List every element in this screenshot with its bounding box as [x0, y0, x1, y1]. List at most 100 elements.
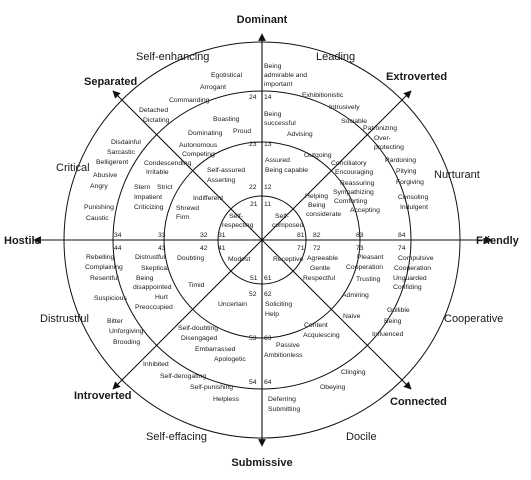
behavior-label: Preoccupied	[135, 304, 173, 311]
behavior-label: Forgiving	[396, 179, 424, 186]
behavior-label: successful	[264, 120, 296, 127]
behavior-label: Indifferent	[193, 195, 223, 202]
octant-code: 62	[264, 291, 272, 298]
sector-label: Distrustful	[40, 313, 89, 325]
behavior-label: Gullible	[387, 307, 410, 314]
behavior-label: Consoling	[398, 194, 428, 201]
behavior-label: Bitter	[107, 318, 124, 325]
behavior-label: Being	[264, 111, 282, 118]
direction-top: Dominant	[237, 14, 288, 26]
octant-code: 73	[356, 245, 364, 252]
behavior-label: Self-derogating	[160, 373, 206, 380]
behavior-label: Being	[308, 202, 326, 209]
behavior-label: Doubting	[177, 255, 204, 262]
octant-code: 22	[249, 184, 257, 191]
behavior-label: Exhibitionistic	[302, 92, 344, 99]
behavior-label: Pardoning	[385, 157, 416, 164]
behavior-label: Impatient	[134, 194, 162, 201]
octant-code: 14	[264, 94, 272, 101]
octant-code: 61	[264, 275, 272, 282]
behavior-label: Skeptical	[141, 265, 169, 272]
octant-code: 44	[114, 245, 122, 252]
behavior-label: Indulgent	[400, 204, 428, 211]
behavior-label: Commanding	[169, 97, 210, 104]
behavior-label: Outgoing	[304, 152, 332, 159]
behavior-label: Brooding	[113, 339, 140, 346]
behavior-label: Clinging	[341, 369, 366, 376]
behavior-label: Rebelling	[86, 254, 115, 261]
octant-code: 72	[313, 245, 321, 252]
behavior-label: Obeying	[320, 384, 346, 391]
octant-code: 64	[264, 379, 272, 386]
behavior-label: Agreeable	[307, 255, 338, 262]
behavior-label: Unforgiving	[109, 328, 144, 335]
behavior-label: Influenced	[372, 331, 404, 338]
behavior-label: Unguarded	[393, 275, 427, 282]
behavior-label: Criticizing	[134, 204, 164, 211]
behavior-label: Dominating	[188, 130, 223, 137]
octant-code: 21	[250, 201, 258, 208]
behavior-label: Suspicious	[94, 295, 127, 302]
behavior-label: Arrogant	[200, 84, 226, 91]
behavior-label: Accepting	[350, 207, 380, 214]
behavior-label: Self-assured	[207, 167, 245, 174]
behavior-label: Self-punishing	[190, 384, 233, 391]
octant-code: 24	[249, 94, 257, 101]
octant-code: 11	[264, 201, 271, 208]
behavior-label: Pleasant	[357, 254, 384, 261]
behavior-label: Being	[264, 63, 282, 70]
sector-label: Leading	[316, 51, 355, 63]
behavior-label: Resentful	[90, 275, 119, 282]
behavior-label: Intrusively	[329, 104, 360, 111]
behavior-label: Sociable	[341, 118, 367, 125]
octant-code: 63	[264, 335, 272, 342]
behavior-label: Cooperation	[394, 265, 431, 272]
behavior-label: Uncertain	[218, 301, 247, 308]
behavior-label: Abusive	[93, 172, 117, 179]
behavior-label: Helping	[305, 193, 328, 200]
behavior-label: Apologetic	[214, 356, 246, 363]
behavior-label: Dictating	[143, 117, 170, 124]
behavior-label: Admiring	[342, 292, 369, 299]
octant-code: 13	[264, 141, 272, 148]
behavior-label: Being	[384, 318, 402, 325]
octant-code: 53	[249, 335, 257, 342]
behavior-label: Condescending	[144, 160, 191, 167]
behavior-label: Proud	[233, 128, 251, 135]
octant-code: 42	[200, 245, 208, 252]
behavior-label: disappointed	[133, 284, 172, 291]
behavior-label: Detached	[139, 107, 168, 114]
behavior-label: Helpless	[213, 396, 240, 403]
behavior-label: Modest	[228, 256, 250, 263]
behavior-label: Naive	[343, 313, 361, 320]
behavior-label: important	[264, 81, 292, 88]
behavior-label: Being capable	[265, 167, 308, 174]
behavior-label: composed	[272, 222, 304, 229]
behavior-label: Submitting	[268, 406, 300, 413]
behavior-label: Gentle	[310, 265, 330, 272]
octant-code: 54	[249, 379, 257, 386]
behavior-label: considerate	[306, 211, 341, 218]
sector-label: Self-enhancing	[136, 51, 209, 63]
octant-code: 74	[398, 245, 406, 252]
behavior-label: Angry	[90, 183, 108, 190]
behavior-label: Shrewd	[176, 205, 199, 212]
behavior-label: Caustic	[86, 215, 109, 222]
sector-label: Critical	[56, 162, 90, 174]
behavior-label: Being	[136, 275, 154, 282]
behavior-label: Deferring	[268, 396, 296, 403]
behavior-label: Self-	[229, 213, 243, 220]
sector-label: Nurturant	[434, 169, 480, 181]
behavior-label: Self-	[275, 213, 289, 220]
behavior-label: Cooperation	[346, 264, 383, 271]
octant-code: 51	[250, 275, 258, 282]
direction-upper-right: Extroverted	[386, 71, 447, 83]
behavior-label: Distrustful	[135, 254, 166, 261]
behavior-label: Assured	[265, 157, 290, 164]
behavior-label: Content	[304, 322, 328, 329]
behavior-label: Disdainful	[111, 139, 141, 146]
behavior-label: Belligerent	[96, 159, 128, 166]
behavior-label: Firm	[176, 214, 190, 221]
direction-right: Friendly	[476, 235, 520, 247]
